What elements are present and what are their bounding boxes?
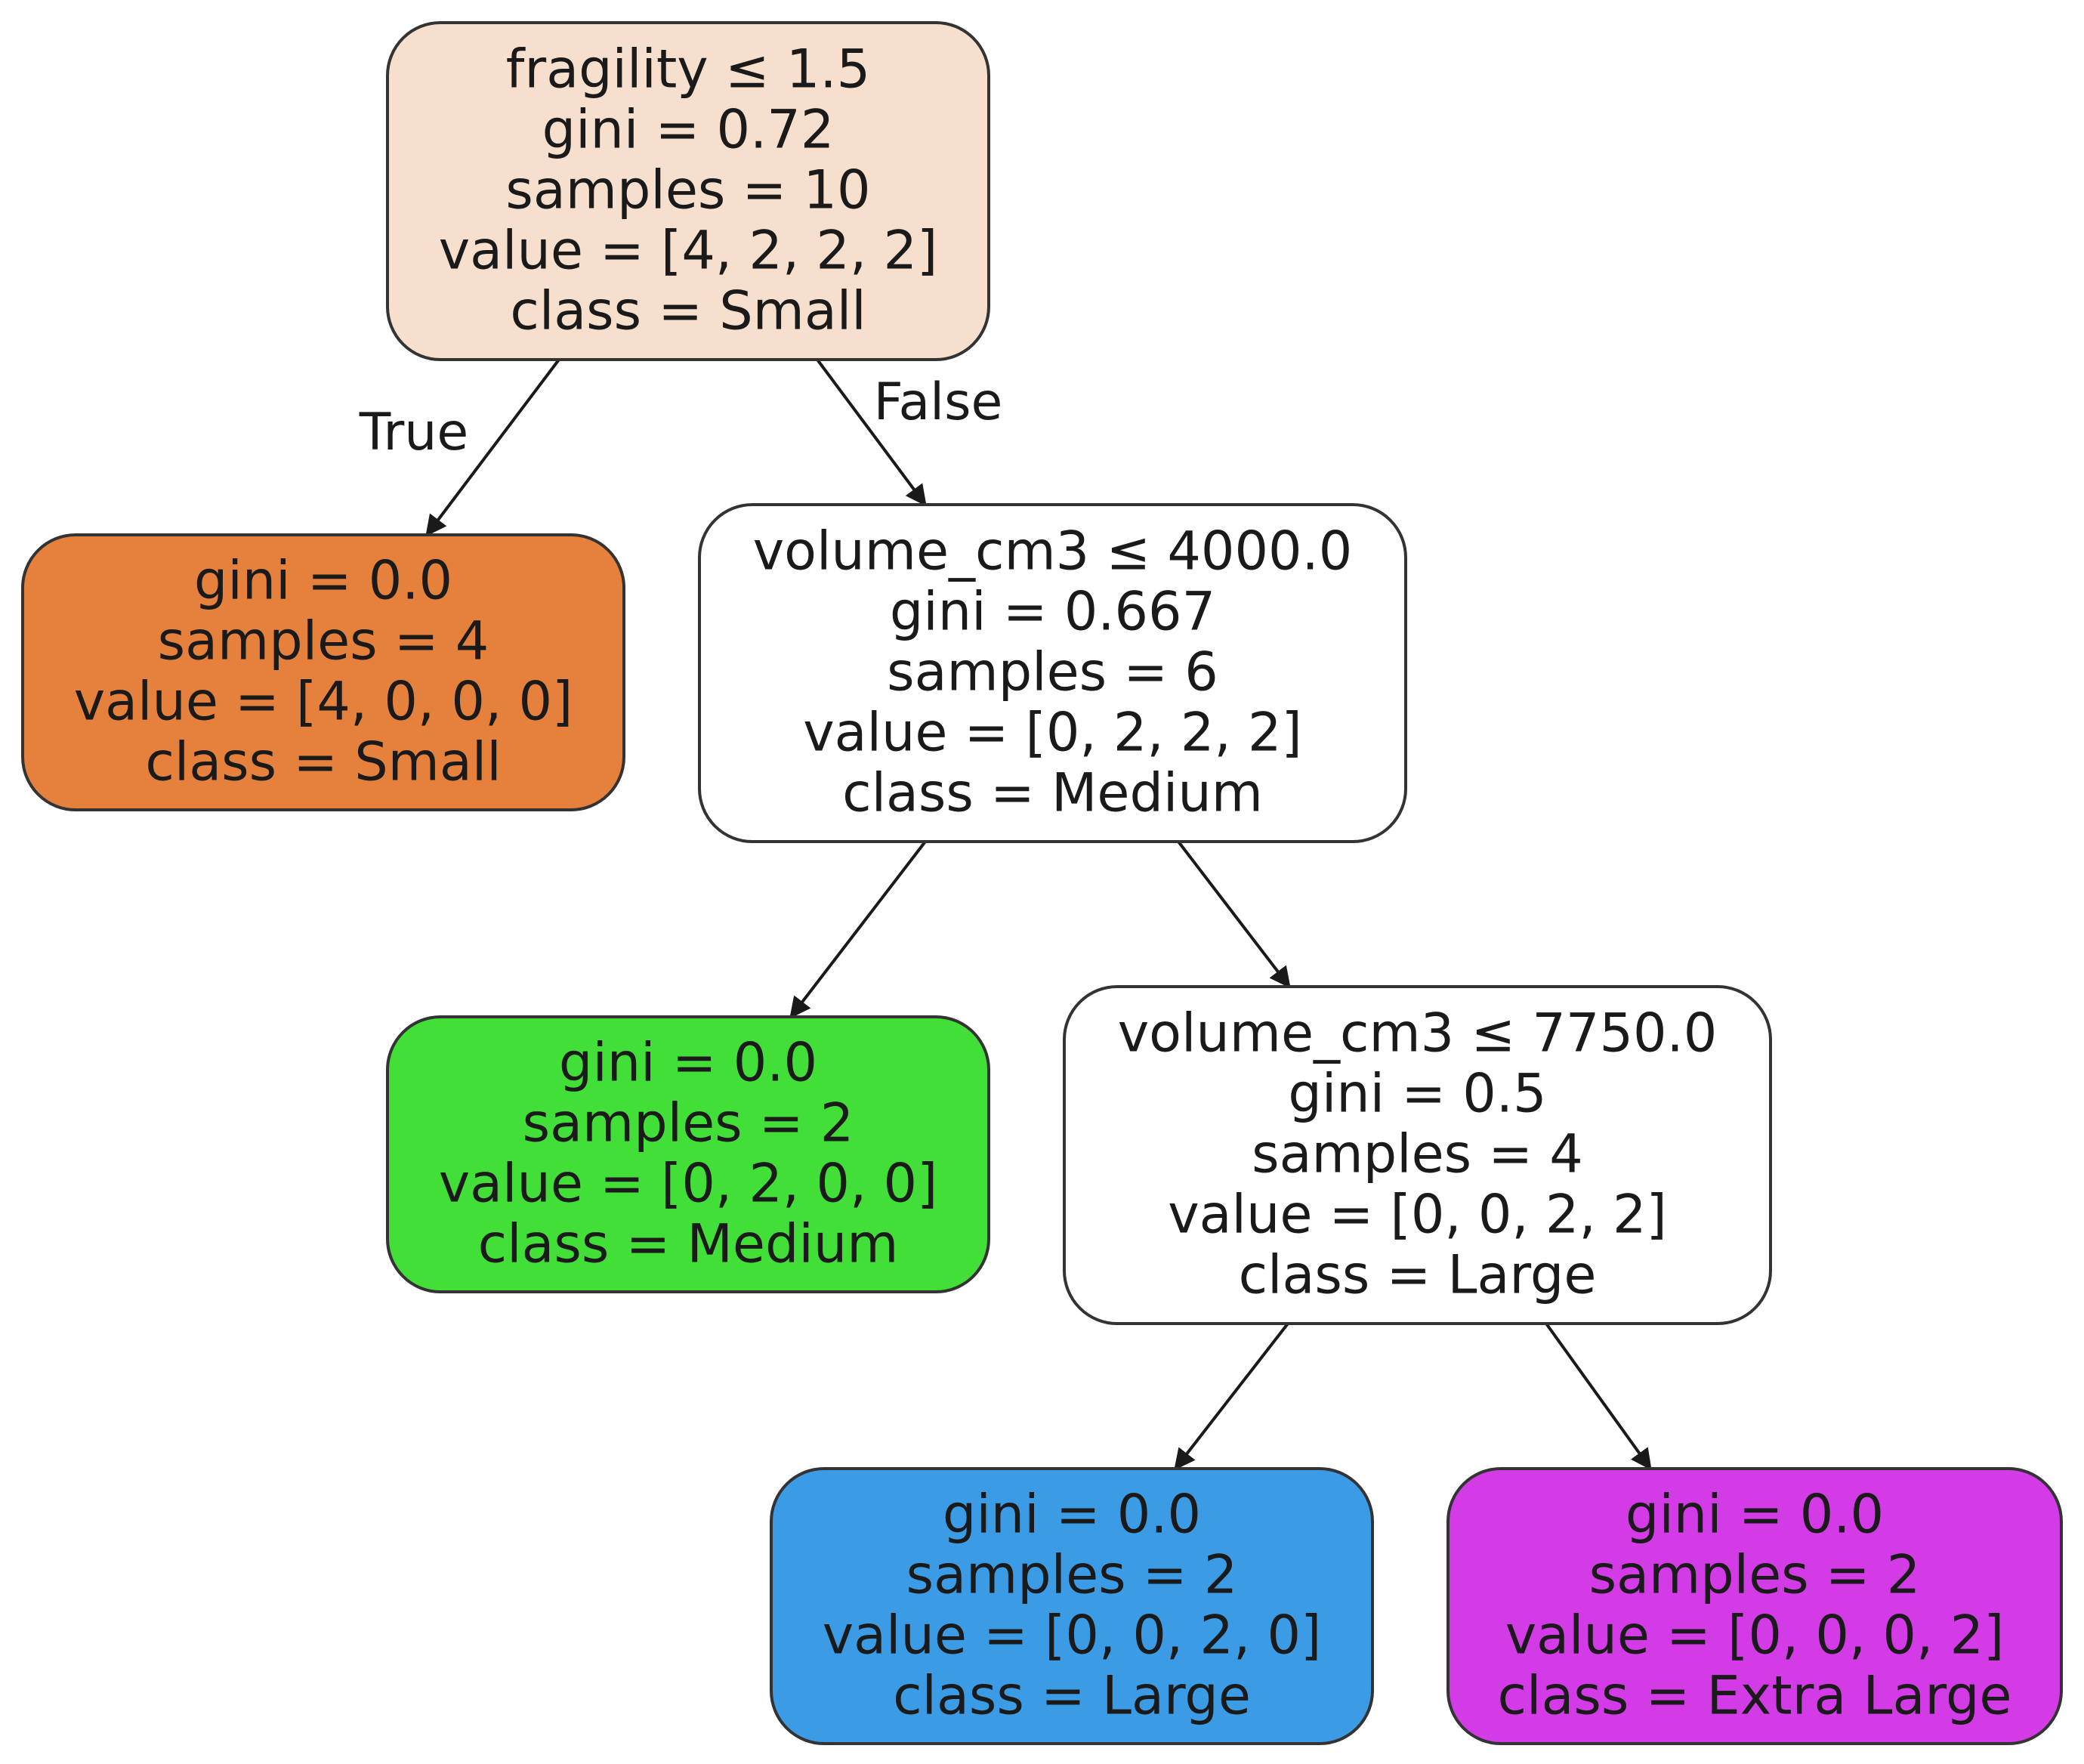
node-line: gini = 0.0	[1626, 1483, 1884, 1545]
node-line: fragility ≤ 1.5	[506, 38, 870, 100]
node-line: class = Small	[510, 280, 866, 341]
node-line: gini = 0.0	[559, 1031, 817, 1093]
node-line: volume_cm3 ≤ 4000.0	[753, 520, 1353, 582]
node-box	[386, 1015, 990, 1293]
edge-n2-to-n4	[1177, 840, 1291, 989]
node-line: value = [0, 0, 2, 0]	[823, 1604, 1322, 1666]
node-line: samples = 4	[158, 610, 489, 672]
node-box	[386, 21, 990, 361]
node-line: class = Extra Large	[1498, 1664, 2012, 1726]
node-line: samples = 4	[1252, 1123, 1583, 1185]
node-line: value = [0, 2, 0, 0]	[439, 1152, 938, 1214]
edges-layer: True False	[359, 358, 1652, 1471]
node-line: gini = 0.72	[542, 98, 835, 160]
edge-n2-to-n3	[789, 840, 927, 1019]
edge-n0-to-n1	[425, 358, 560, 537]
node-line: samples = 2	[1589, 1543, 1921, 1605]
edge-n0-to-n2	[816, 358, 927, 507]
edge-label-false: False	[874, 372, 1003, 432]
node-box	[1446, 1467, 2063, 1745]
node-line: samples = 6	[887, 641, 1218, 703]
node-box	[770, 1467, 1374, 1745]
node-line: value = [0, 0, 0, 2]	[1505, 1604, 2005, 1666]
edge-label-true: True	[359, 403, 468, 462]
node-line: samples = 2	[523, 1092, 854, 1154]
node-line: class = Small	[145, 731, 501, 792]
node-line: gini = 0.0	[194, 549, 452, 611]
node-line: samples = 10	[505, 159, 870, 221]
node-line: gini = 0.0	[943, 1483, 1201, 1545]
node-line: gini = 0.667	[890, 580, 1215, 642]
node-box	[698, 503, 1407, 843]
node-line: samples = 2	[906, 1543, 1238, 1605]
node-line: value = [0, 2, 2, 2]	[803, 701, 1302, 763]
node-box	[21, 533, 625, 811]
node-line: value = [4, 2, 2, 2]	[439, 219, 938, 281]
node-box	[1063, 985, 1772, 1325]
node-line: class = Medium	[842, 762, 1263, 823]
edge-n4-to-n6	[1545, 1322, 1652, 1471]
node-line: volume_cm3 ≤ 7750.0	[1118, 1002, 1718, 1064]
node-line: value = [0, 0, 2, 2]	[1168, 1183, 1667, 1245]
node-line: class = Medium	[478, 1213, 899, 1274]
node-line: class = Large	[1239, 1243, 1597, 1305]
edge-n4-to-n5	[1174, 1322, 1289, 1471]
node-line: gini = 0.5	[1288, 1062, 1546, 1124]
node-line: class = Large	[893, 1664, 1251, 1726]
node-line: value = [4, 0, 0, 0]	[74, 670, 573, 732]
